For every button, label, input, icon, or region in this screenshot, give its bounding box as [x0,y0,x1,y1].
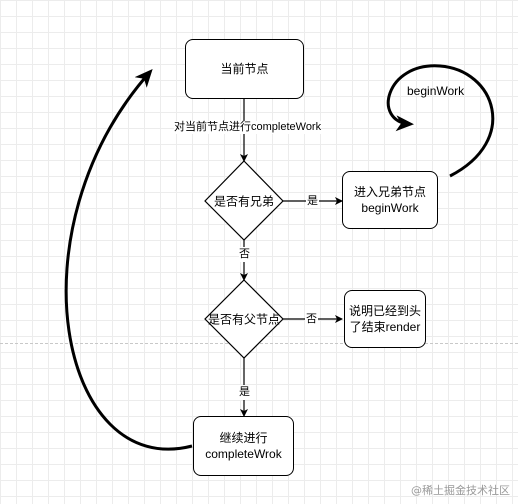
edge-label-begin-work: beginWork [407,84,465,98]
edge-label-no-sibling: 否 [239,247,250,262]
edge-label-no-parent: 否 [305,313,318,326]
decision-has-sibling [204,160,284,241]
decision-has-parent [204,279,284,359]
node-current-label: 当前节点 [220,62,269,76]
node-reached-top-line1: 说明已经到头 [348,304,421,318]
node-enter-sibling-line1: 进入兄弟节点 [353,185,426,199]
node-continue-line1: 继续进行 [219,431,268,445]
node-enter-sibling-line2: beginWork [361,201,419,215]
node-reached-top-line2: 了结束render [349,320,421,334]
node-current: 当前节点 [185,39,304,99]
decision-has-parent-label: 是否有父节点 [207,312,281,327]
node-continue-line2: completeWrok [205,447,282,461]
edge-loop-back [64,69,193,451]
node-enter-sibling: 进入兄弟节点 beginWork [342,171,438,229]
edge-begin-work-loop [386,64,495,178]
edge-label-yes-parent: 是 [239,385,250,400]
edge-label-yes-sibling: 是 [306,195,319,208]
node-continue: 继续进行 completeWrok [193,416,294,476]
watermark: @稀土掘金技术社区 [411,484,510,497]
edge-label-complete-work: 对当前节点进行completeWork [174,121,322,134]
decision-has-sibling-label: 是否有兄弟 [213,194,275,209]
node-reached-top: 说明已经到头 了结束render [344,290,426,348]
